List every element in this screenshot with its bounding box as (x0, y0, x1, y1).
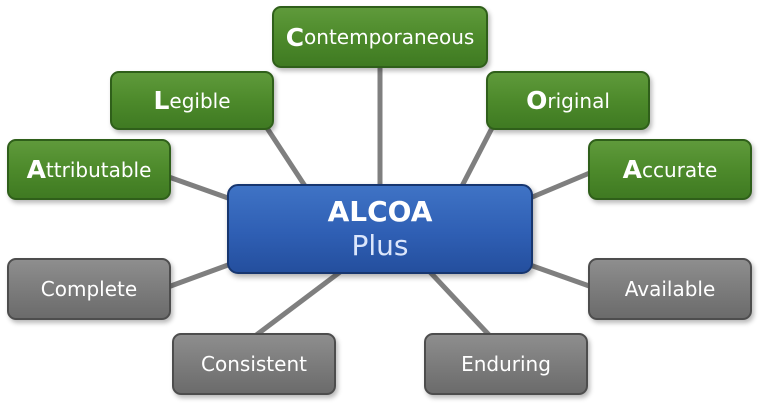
node-enduring: Enduring (424, 333, 588, 395)
node-initial: O (526, 86, 548, 115)
connector-accurate (529, 169, 593, 201)
node-label: ttributable (45, 157, 152, 182)
connector-original (459, 126, 495, 188)
node-label: Consistent (201, 352, 307, 376)
connector-enduring (428, 270, 492, 338)
node-consistent: Consistent (172, 333, 336, 395)
node-initial: L (153, 86, 170, 115)
connector-complete (167, 262, 229, 290)
node-label: Complete (40, 277, 138, 301)
node-label: egible (169, 88, 231, 113)
node-label: Enduring (461, 352, 551, 376)
connector-legible (264, 126, 308, 188)
center-node: ALCOA Plus (227, 184, 533, 274)
node-label: ontemporaneous (304, 25, 475, 49)
center-subtitle: Plus (351, 229, 409, 262)
node-complete: Complete (7, 258, 171, 320)
connector-consistent (253, 270, 342, 338)
center-title: ALCOA (327, 195, 433, 228)
connector-attributable (165, 173, 229, 201)
connector-available (529, 262, 593, 290)
node-available: Available (588, 258, 752, 320)
node-label: Available (624, 277, 716, 301)
node-label: ccurate (642, 157, 718, 182)
node-label: riginal (547, 88, 610, 113)
node-initial: A (622, 155, 643, 184)
node-initial: A (26, 155, 46, 184)
node-initial: C (285, 22, 305, 52)
